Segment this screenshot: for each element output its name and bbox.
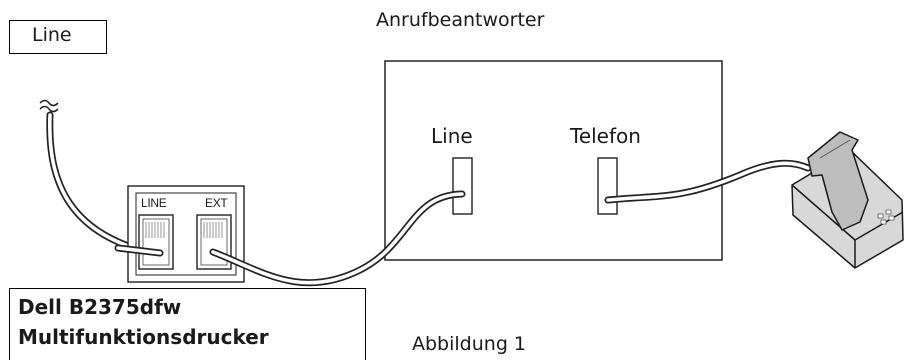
answering-machine-phone-label: Telefon bbox=[570, 124, 641, 148]
answering-machine-box bbox=[384, 60, 723, 261]
wall-jack-wave-icon bbox=[39, 99, 59, 113]
printer-name-line1: Dell B2375dfw bbox=[18, 295, 182, 319]
printer-port-panel bbox=[127, 185, 245, 283]
ext-to-answering-machine-cable bbox=[209, 190, 466, 287]
printer-ext-jack bbox=[196, 214, 232, 270]
printer-line-jack bbox=[138, 214, 174, 270]
printer-line-port-label: LINE bbox=[141, 196, 167, 210]
figure-caption: Abbildung 1 bbox=[412, 333, 527, 355]
printer-name-line2: Multifunktionsdrucker bbox=[18, 325, 269, 349]
wall-cable-plug bbox=[114, 244, 164, 257]
printer-ext-port-label: EXT bbox=[205, 196, 228, 210]
telephone-handset-icon bbox=[791, 131, 904, 269]
printer-name-box: Dell B2375dfw Multifunktionsdrucker bbox=[9, 288, 366, 360]
answering-machine-phone-port bbox=[597, 157, 618, 215]
answering-machine-line-label: Line bbox=[431, 124, 473, 148]
answering-machine-title: Anrufbeantworter bbox=[376, 9, 545, 31]
wall-cable bbox=[46, 111, 152, 256]
wall-line-label: Line bbox=[32, 24, 72, 46]
wall-line-label-box: Line bbox=[9, 20, 107, 54]
phone-cable bbox=[604, 159, 812, 204]
answering-machine-line-port bbox=[452, 157, 473, 215]
